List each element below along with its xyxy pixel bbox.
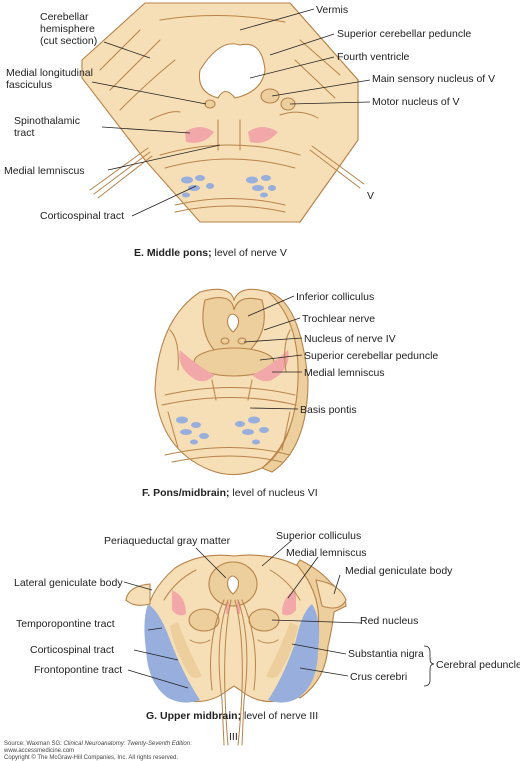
medial-lemniscus-g-left bbox=[172, 590, 186, 616]
lateral-geniculate-body bbox=[125, 583, 151, 606]
label-medial-geniculate: Medial geniculate body bbox=[345, 565, 453, 577]
label-superior-colliculus: Superior colliculus bbox=[276, 530, 361, 542]
label-medial-lemniscus-e: Medial lemniscus bbox=[4, 165, 85, 177]
medial-lemniscus-g-right bbox=[282, 590, 296, 616]
nucleus-iv-right bbox=[237, 337, 247, 345]
source-line-3: Copyright © The McGraw-Hill Companies, I… bbox=[4, 755, 179, 761]
label-medial-lemniscus-f: Medial lemniscus bbox=[304, 367, 385, 379]
fibers-g bbox=[163, 569, 301, 644]
label-superior-cerebellar-peduncle-e: Superior cerebellar peduncle bbox=[337, 28, 471, 40]
fourth-ventricle bbox=[198, 43, 266, 99]
label-nerve-iii: III bbox=[229, 731, 238, 743]
label-red-nucleus: Red nucleus bbox=[360, 615, 418, 627]
label-cerebellar-hemisphere-3: (cut section) bbox=[40, 35, 97, 47]
label-temporopontine: Temporopontine tract bbox=[16, 618, 115, 630]
label-basis-pontis: Basis pontis bbox=[300, 404, 357, 416]
label-substantia-nigra: Substantia nigra bbox=[348, 648, 424, 660]
aqueduct-g bbox=[227, 575, 239, 595]
medial-geniculate-body bbox=[315, 579, 347, 609]
panel-f-pons-midbrain: Inferior colliculus Trochlear nerve Nucl… bbox=[142, 288, 438, 499]
pons-section-e bbox=[81, 2, 365, 224]
mlf-left bbox=[204, 99, 216, 109]
corticospinal-clusters-e bbox=[181, 175, 276, 198]
corticospinal-clusters-f bbox=[176, 416, 269, 445]
spinothalamic-tract-right bbox=[248, 127, 278, 143]
label-corticospinal-e: Corticospinal tract bbox=[40, 210, 124, 222]
pons-section-f bbox=[154, 288, 309, 476]
label-crus-cerebri: Crus cerebri bbox=[350, 671, 407, 683]
source-line-1: Source: Waxman SG: Clinical Neuroanatomy… bbox=[4, 741, 192, 747]
caption-g: G. Upper midbrain; level of nerve III bbox=[146, 710, 318, 722]
vermis-band bbox=[159, 14, 286, 23]
label-fourth-ventricle: Fourth ventricle bbox=[337, 51, 410, 63]
label-vermis: Vermis bbox=[316, 4, 348, 16]
nucleus-iv-left bbox=[220, 337, 230, 345]
label-lateral-geniculate: Lateral geniculate body bbox=[14, 577, 123, 589]
center-pink-stripes bbox=[226, 602, 240, 614]
pons-e-main-face bbox=[81, 2, 359, 223]
source-line-2: www.accessmedicine.com bbox=[4, 748, 75, 754]
label-frontopontine: Frontopontine tract bbox=[34, 664, 122, 676]
label-mlf-2: fasciculus bbox=[6, 79, 52, 91]
crus-cerebri-right bbox=[268, 604, 320, 703]
label-cerebellar-hemisphere-1: Cerebellar bbox=[40, 11, 89, 23]
main-sensory-nucleus-v bbox=[260, 88, 280, 104]
label-inferior-colliculus: Inferior colliculus bbox=[296, 291, 374, 303]
substantia-nigra-right bbox=[266, 622, 298, 678]
label-motor-nucleus: Motor nucleus of V bbox=[372, 96, 460, 108]
panel-g-leaders bbox=[123, 539, 435, 689]
label-nucleus-iv: Nucleus of nerve IV bbox=[304, 333, 396, 345]
panel-e-middle-pons: Vermis Cerebellar hemisphere (cut sectio… bbox=[4, 2, 495, 259]
label-superior-cerebellar-peduncle-f: Superior cerebellar peduncle bbox=[304, 350, 438, 362]
panel-g-upper-midbrain: Periaqueductal gray matter Superior coll… bbox=[14, 530, 520, 746]
caption-f: F. Pons/midbrain; level of nucleus VI bbox=[142, 487, 318, 499]
aqueduct-f bbox=[227, 313, 239, 333]
label-spinothalamic-1: Spinothalamic bbox=[14, 115, 80, 127]
label-cerebral-peduncle: Cerebral peduncle bbox=[436, 659, 520, 671]
nerve-v-roots bbox=[89, 145, 365, 199]
spinothalamic-tract-left bbox=[185, 127, 214, 143]
label-main-sensory-nucleus: Main sensory nucleus of V bbox=[372, 73, 495, 85]
medial-lemniscus-f-left bbox=[179, 350, 215, 382]
nerve-iii-fibers bbox=[210, 599, 256, 746]
panel-f-leaders bbox=[243, 295, 303, 410]
fibers-e bbox=[99, 29, 341, 213]
label-cerebellar-hemisphere-2: hemisphere bbox=[40, 23, 95, 35]
cerebral-peduncle-bracket bbox=[423, 645, 435, 687]
label-corticospinal-g: Corticospinal tract bbox=[30, 644, 114, 656]
label-spinothalamic-2: tract bbox=[14, 127, 35, 139]
label-periaqueductal: Periaqueductal gray matter bbox=[104, 535, 231, 547]
substantia-nigra-left bbox=[170, 622, 202, 678]
label-trochlear-nerve: Trochlear nerve bbox=[302, 313, 375, 325]
label-nerve-v: V bbox=[367, 190, 374, 202]
red-nucleus-left bbox=[188, 608, 220, 632]
caption-e: E. Middle pons; level of nerve V bbox=[134, 247, 287, 259]
label-medial-lemniscus-g: Medial lemniscus bbox=[286, 547, 367, 559]
fibers-f bbox=[161, 329, 297, 463]
panel-e-leaders bbox=[91, 8, 371, 217]
label-mlf-1: Medial longitudinal bbox=[6, 67, 93, 79]
